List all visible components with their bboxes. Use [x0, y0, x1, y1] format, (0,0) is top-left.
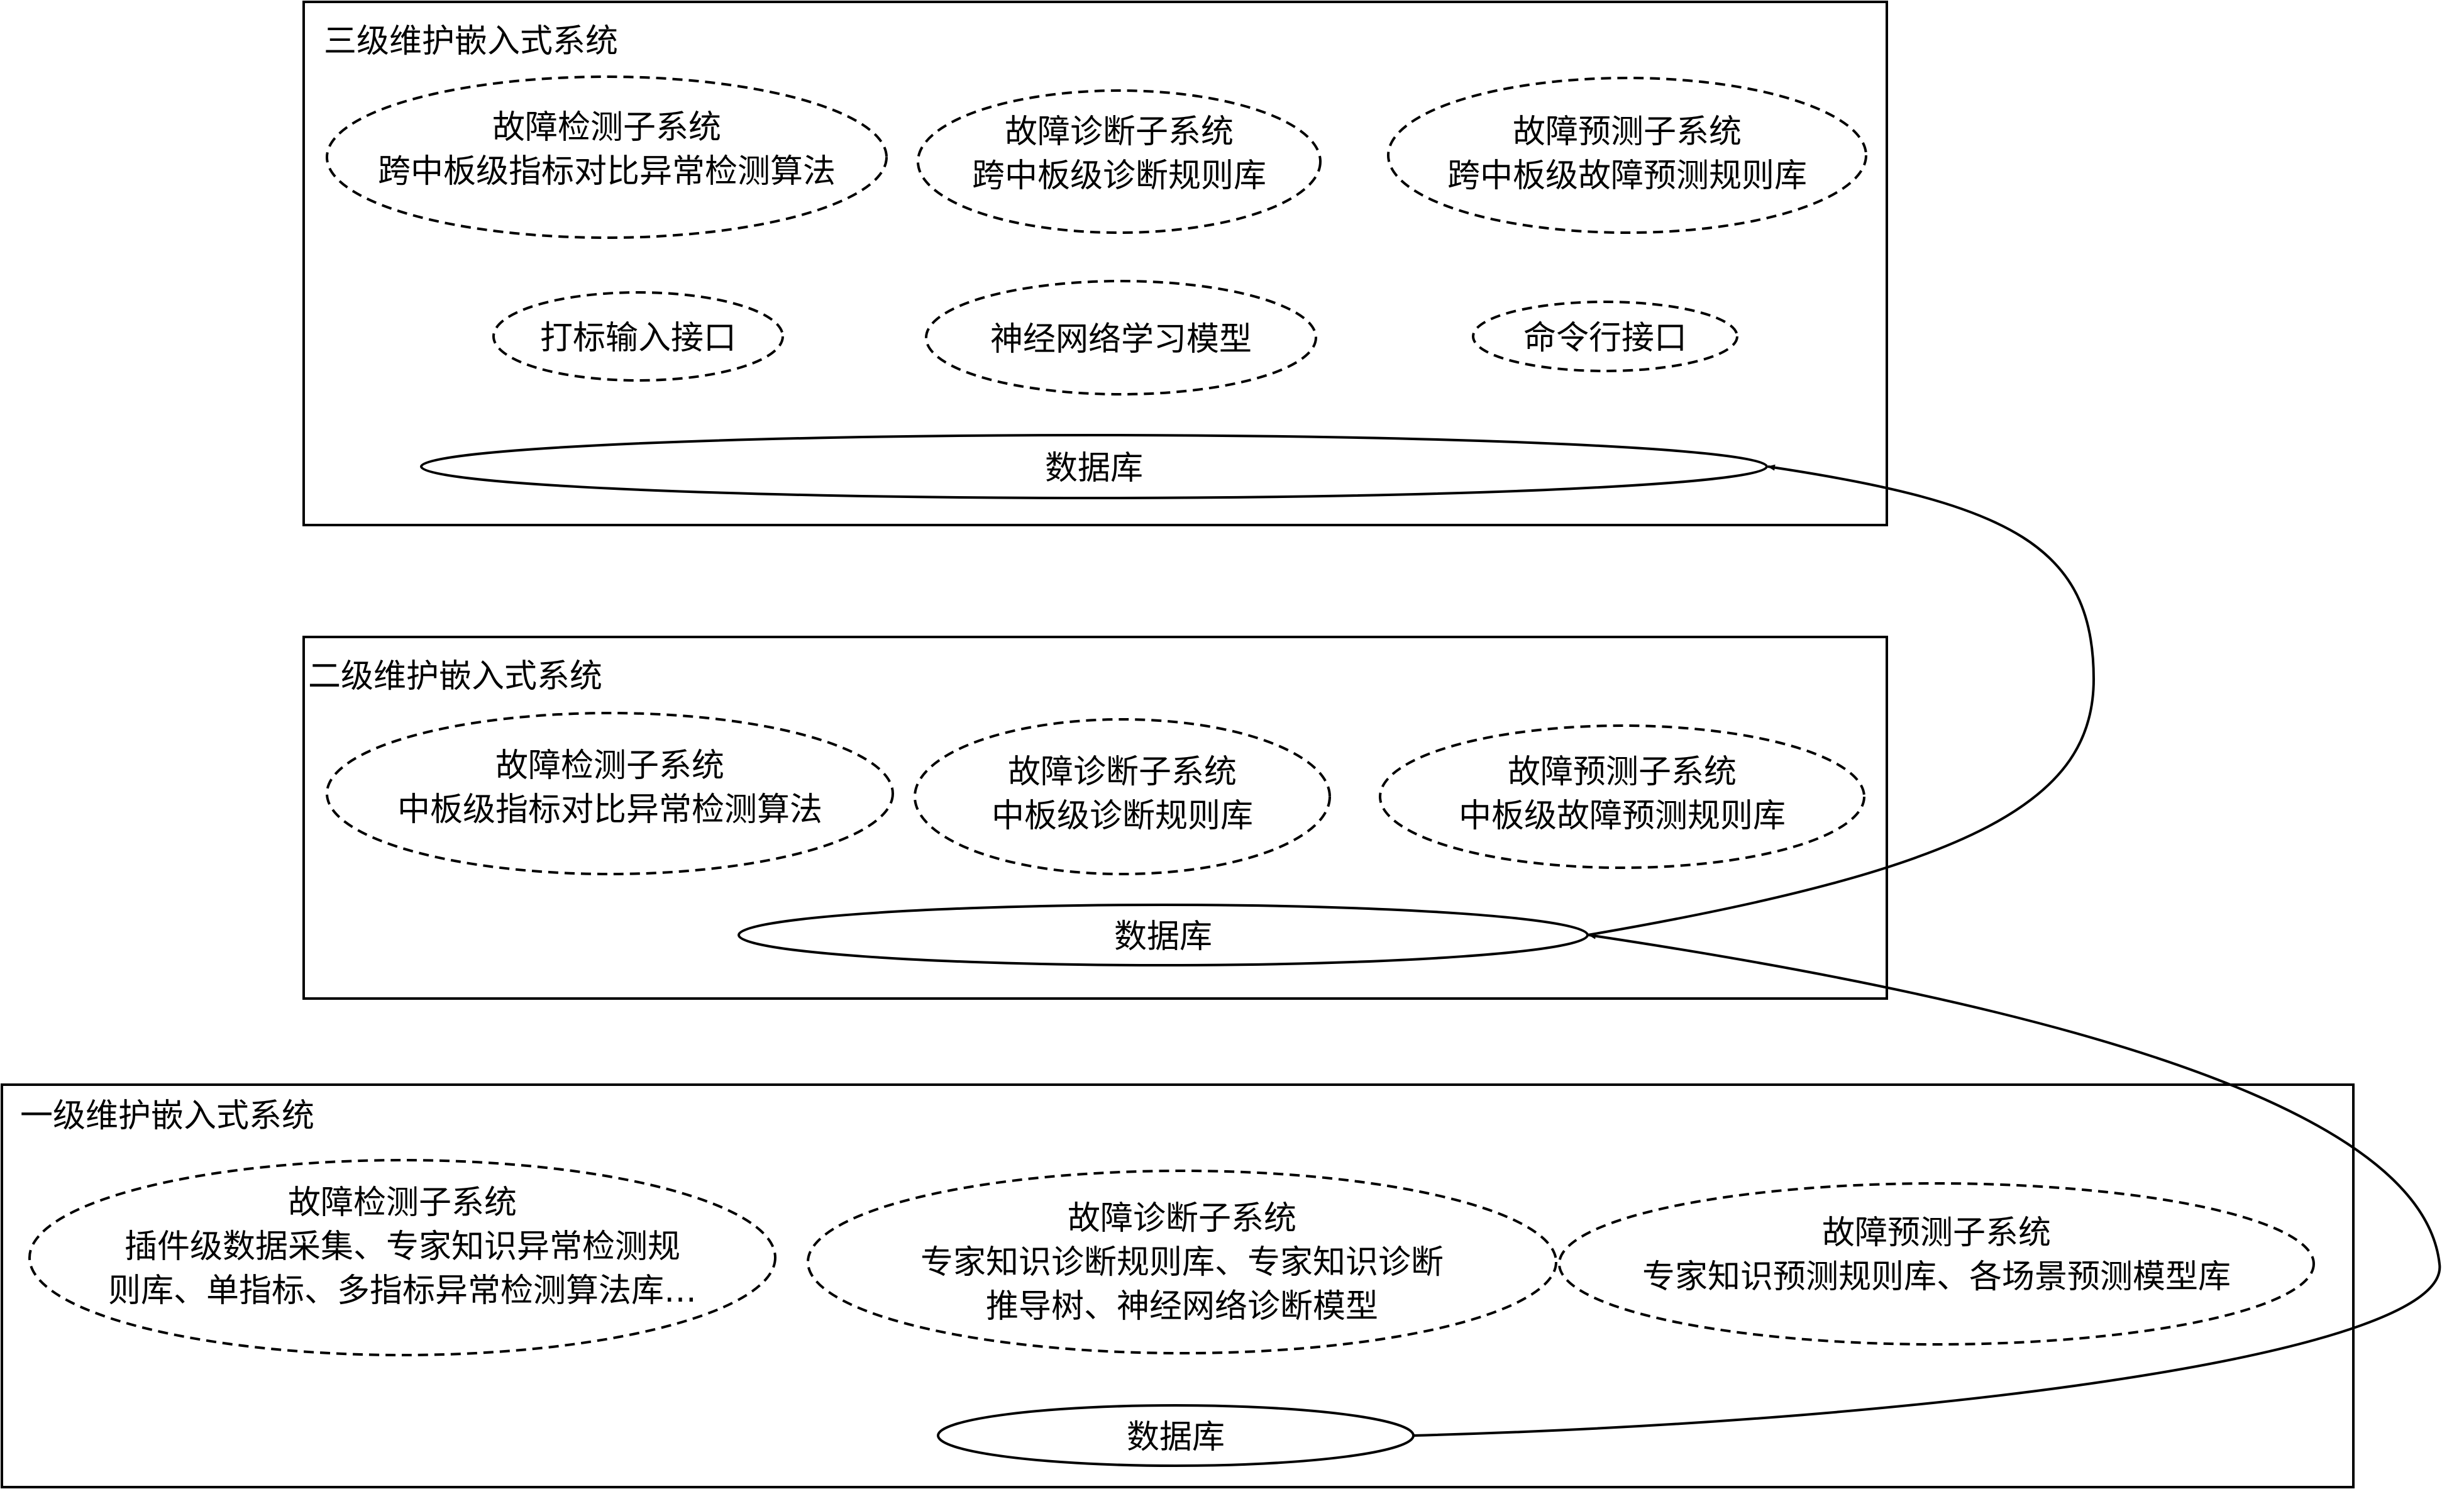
level3-diagnose-ellipse [917, 89, 1322, 234]
level3-title: 三级维护嵌入式系统 [324, 23, 618, 60]
level2-detect-ellipse [326, 712, 894, 875]
level3-database-text: 数据库 [1045, 450, 1143, 487]
level1-predict-ellipse [1558, 1182, 2315, 1346]
level2-diagnose-ellipse [914, 718, 1331, 875]
level1-to-level2-database-arrow [1413, 933, 2441, 1437]
level1-diagnose-desc-line1: 专家知识诊断规则库、专家知识诊断 [920, 1244, 1444, 1281]
level3-nn-model: 神经网络学习模型 [925, 280, 1317, 396]
level1-system: 一级维护嵌入式系统 故障检测子系统 插件级数据采集、专家知识异常检测规 则库、单… [1, 1083, 2355, 1488]
level3-label-input-text: 打标输入接口 [540, 319, 736, 357]
level1-detect-desc-line1: 插件级数据采集、专家知识异常检测规 [124, 1228, 680, 1266]
level2-title: 二级维护嵌入式系统 [308, 658, 602, 695]
level3-frame [302, 1, 1888, 526]
level3-cli-ellipse [1472, 301, 1738, 372]
level1-detect-ellipse [28, 1159, 776, 1356]
level3-predict-title: 故障预测子系统 [1513, 113, 1742, 151]
level1-predict-desc: 专家知识预测规则库、各场景预测模型库 [1642, 1258, 2231, 1296]
level2-diagnose-desc: 中板级诊断规则库 [992, 797, 1253, 835]
level2-system: 二级维护嵌入式系统 故障检测子系统 中板级指标对比异常检测算法 故障诊断子系统 … [302, 636, 1888, 1000]
level3-diagnose-desc: 跨中板级诊断规则库 [972, 157, 1266, 195]
level3-predict-subsystem: 故障预测子系统 跨中板级故障预测规则库 [1387, 77, 1867, 234]
level2-to-level3-database-arrow [1587, 464, 2096, 936]
level2-detect-desc: 中板级指标对比异常检测算法 [397, 791, 822, 829]
level1-detect-subsystem: 故障检测子系统 插件级数据采集、专家知识异常检测规 则库、单指标、多指标异常检测… [28, 1159, 776, 1356]
level3-label-input-ellipse [492, 291, 784, 382]
level2-database-text: 数据库 [1114, 918, 1212, 956]
level3-system: 三级维护嵌入式系统 故障检测子系统 跨中板级指标对比异常检测算法 故障诊断子系统… [302, 1, 1888, 526]
level1-diagnose-subsystem: 故障诊断子系统 专家知识诊断规则库、专家知识诊断 推导树、神经网络诊断模型 [807, 1170, 1557, 1354]
level1-title: 一级维护嵌入式系统 [20, 1097, 314, 1135]
level1-diagnose-desc-line2: 推导树、神经网络诊断模型 [986, 1288, 1378, 1326]
level1-database: 数据库 [937, 1404, 1415, 1467]
level3-detect-subsystem: 故障检测子系统 跨中板级指标对比异常检测算法 [326, 75, 888, 239]
level3-detect-ellipse [326, 75, 888, 239]
level3-cli: 命令行接口 [1472, 301, 1738, 372]
level1-predict-title: 故障预测子系统 [1822, 1214, 2051, 1252]
level1-database-text: 数据库 [1127, 1419, 1225, 1456]
level3-diagnose-subsystem: 故障诊断子系统 跨中板级诊断规则库 [917, 89, 1322, 234]
level3-database: 数据库 [420, 434, 1768, 499]
level3-cli-text: 命令行接口 [1523, 319, 1687, 357]
level2-database: 数据库 [738, 904, 1589, 966]
level1-diagnose-title: 故障诊断子系统 [1068, 1200, 1296, 1237]
level1-detect-desc-line2: 则库、单指标、多指标异常检测算法库… [108, 1272, 697, 1310]
level3-nn-model-text: 神经网络学习模型 [990, 321, 1252, 358]
level3-detect-title: 故障检测子系统 [492, 109, 721, 147]
level2-predict-subsystem: 故障预测子系统 中板级故障预测规则库 [1379, 724, 1865, 869]
level3-label-input: 打标输入接口 [492, 291, 784, 382]
level3-predict-desc: 跨中板级故障预测规则库 [1447, 157, 1807, 195]
level1-detect-title: 故障检测子系统 [288, 1184, 517, 1222]
level1-frame [1, 1083, 2355, 1488]
level3-nn-model-ellipse [925, 280, 1317, 396]
level2-predict-desc: 中板级故障预测规则库 [1459, 797, 1786, 835]
level2-diagnose-title: 故障诊断子系统 [1008, 753, 1237, 791]
level2-detect-subsystem: 故障检测子系统 中板级指标对比异常检测算法 [326, 712, 894, 875]
level2-detect-title: 故障检测子系统 [495, 747, 724, 785]
level3-diagnose-title: 故障诊断子系统 [1005, 113, 1234, 151]
level1-diagnose-ellipse [807, 1170, 1557, 1354]
level2-predict-title: 故障预测子系统 [1508, 753, 1737, 791]
level2-frame [302, 636, 1888, 1000]
level3-database-ellipse [420, 434, 1768, 499]
level2-predict-ellipse [1379, 724, 1865, 869]
level3-detect-desc: 跨中板级指标对比异常检测算法 [378, 153, 836, 191]
level3-predict-ellipse [1387, 77, 1867, 234]
level2-diagnose-subsystem: 故障诊断子系统 中板级诊断规则库 [914, 718, 1331, 875]
level1-predict-subsystem: 故障预测子系统 专家知识预测规则库、各场景预测模型库 [1558, 1182, 2315, 1346]
